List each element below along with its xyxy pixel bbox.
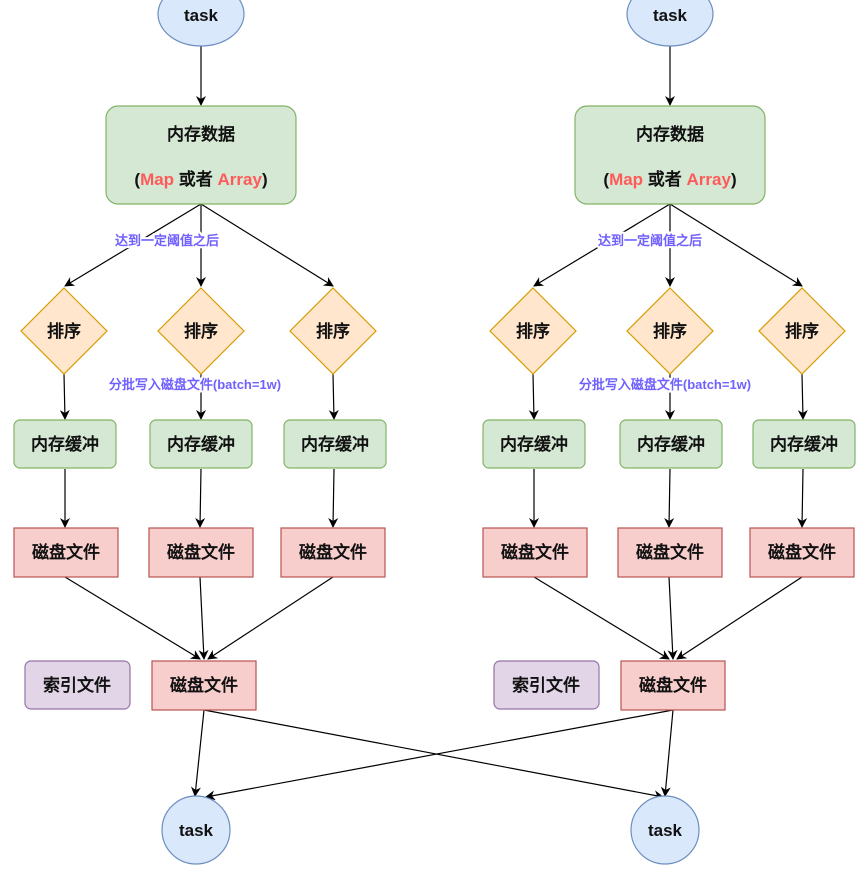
right-sort-label-3: 排序 bbox=[785, 321, 819, 341]
right-threshold-label: 达到一定阈值之后 bbox=[598, 233, 702, 248]
edge-right-sort-1-to-buffer-1 bbox=[528, 373, 539, 420]
right-disk-file-node-2[interactable]: 磁盘文件 bbox=[617, 527, 723, 578]
right-column: task 内存数据 (Map 或者 Array) 达到一定阈值之后 排序 排序 … bbox=[482, 0, 856, 865]
right-buffer-node-3[interactable]: 内存缓冲 bbox=[752, 419, 856, 469]
left-memory-title: 内存数据 bbox=[167, 124, 235, 144]
edge-right-buffer-3-to-disk-3 bbox=[797, 468, 808, 528]
left-task-bottom-label: task bbox=[179, 821, 214, 840]
left-column: task 内存数据 (Map 或者 Array) 达到一定阈值之后 排序 排序 … bbox=[13, 0, 387, 865]
left-sort-label-1: 排序 bbox=[47, 321, 81, 341]
right-memory-array: Array bbox=[687, 170, 732, 189]
left-buffer-label-3: 内存缓冲 bbox=[301, 434, 369, 454]
left-merged-disk-file-label: 磁盘文件 bbox=[170, 675, 238, 695]
left-index-file-node[interactable]: 索引文件 bbox=[24, 660, 131, 710]
edge-left-memory-to-sort-1 bbox=[64, 203, 202, 287]
right-sort-node-2[interactable]: 排序 bbox=[626, 287, 714, 375]
left-buffer-node-3[interactable]: 内存缓冲 bbox=[283, 419, 387, 469]
left-memory-array: Array bbox=[218, 170, 263, 189]
edge-right-merged-to-task-right bbox=[660, 709, 674, 797]
right-disk-file-node-1[interactable]: 磁盘文件 bbox=[482, 527, 588, 578]
right-task-top-label: task bbox=[653, 6, 688, 25]
left-buffer-label-1: 内存缓冲 bbox=[31, 434, 99, 454]
edge-left-merged-to-task-right bbox=[203, 709, 664, 801]
left-threshold-label: 达到一定阈值之后 bbox=[115, 233, 219, 248]
left-disk-file-label-3: 磁盘文件 bbox=[299, 542, 367, 562]
edge-right-disk-1-to-merged bbox=[533, 576, 670, 660]
edge-right-memory-to-sort-3 bbox=[669, 203, 803, 287]
edges bbox=[59, 46, 808, 801]
right-buffer-label-3: 内存缓冲 bbox=[770, 434, 838, 454]
right-sort-label-2: 排序 bbox=[653, 321, 687, 341]
left-sort-node-2[interactable]: 排序 bbox=[157, 287, 245, 375]
right-merged-disk-file-node[interactable]: 磁盘文件 bbox=[620, 660, 726, 711]
right-task-bottom-node[interactable]: task bbox=[630, 795, 700, 865]
right-sort-label-1: 排序 bbox=[516, 321, 550, 341]
right-index-file-node[interactable]: 索引文件 bbox=[493, 660, 600, 710]
right-disk-file-label-2: 磁盘文件 bbox=[636, 542, 704, 562]
left-sort-label-2: 排序 bbox=[184, 321, 218, 341]
right-disk-file-label-1: 磁盘文件 bbox=[501, 542, 569, 562]
right-memory-title: 内存数据 bbox=[636, 124, 704, 144]
edge-right-disk-3-to-merged bbox=[676, 576, 803, 660]
right-buffer-label-2: 内存缓冲 bbox=[637, 434, 705, 454]
left-disk-file-node-3[interactable]: 磁盘文件 bbox=[280, 527, 386, 578]
left-index-file-label: 索引文件 bbox=[43, 675, 111, 695]
left-buffer-label-2: 内存缓冲 bbox=[167, 434, 235, 454]
edge-left-disk-3-to-merged bbox=[207, 576, 334, 660]
right-sort-node-1[interactable]: 排序 bbox=[489, 287, 577, 375]
edge-left-sort-3-to-buffer-3 bbox=[328, 373, 339, 420]
edge-left-buffer-3-to-disk-3 bbox=[328, 468, 339, 528]
edge-left-merged-to-task-left bbox=[190, 709, 205, 797]
right-batch-label: 分批写入磁盘文件(batch=1w) bbox=[579, 377, 751, 392]
left-memory-subtitle: (Map 或者 Array) bbox=[134, 169, 267, 189]
right-disk-file-label-3: 磁盘文件 bbox=[768, 542, 836, 562]
right-memory-or: 或者 bbox=[643, 169, 686, 189]
right-buffer-node-1[interactable]: 内存缓冲 bbox=[482, 419, 586, 469]
left-sort-label-3: 排序 bbox=[316, 321, 350, 341]
left-task-bottom-node[interactable]: task bbox=[161, 795, 231, 865]
left-memory-map: Map bbox=[140, 170, 174, 189]
left-sort-node-3[interactable]: 排序 bbox=[289, 287, 377, 375]
right-task-bottom-label: task bbox=[648, 821, 683, 840]
left-buffer-node-2[interactable]: 内存缓冲 bbox=[149, 419, 253, 469]
right-index-file-label: 索引文件 bbox=[512, 675, 580, 695]
right-buffer-label-1: 内存缓冲 bbox=[500, 434, 568, 454]
right-memory-data-node[interactable]: 内存数据 (Map 或者 Array) bbox=[574, 105, 766, 205]
edge-right-disk-2-to-merged bbox=[667, 576, 678, 660]
left-disk-file-label-2: 磁盘文件 bbox=[167, 542, 235, 562]
edge-right-sort-3-to-buffer-3 bbox=[797, 373, 808, 420]
edge-right-merged-to-task-left bbox=[205, 709, 674, 801]
right-buffer-node-2[interactable]: 内存缓冲 bbox=[619, 419, 723, 469]
right-memory-map: Map bbox=[609, 170, 643, 189]
edge-right-memory-to-sort-1 bbox=[533, 203, 671, 287]
left-disk-file-label-1: 磁盘文件 bbox=[32, 542, 100, 562]
left-buffer-node-1[interactable]: 内存缓冲 bbox=[13, 419, 117, 469]
left-disk-file-node-2[interactable]: 磁盘文件 bbox=[148, 527, 254, 578]
edge-left-sort-1-to-buffer-1 bbox=[59, 373, 70, 420]
right-memory-paren-close: ) bbox=[731, 170, 737, 189]
right-memory-paren-open: ( bbox=[603, 170, 609, 189]
left-memory-paren-close: ) bbox=[262, 170, 268, 189]
left-memory-or: 或者 bbox=[174, 169, 217, 189]
left-merged-disk-file-node[interactable]: 磁盘文件 bbox=[151, 660, 257, 711]
left-memory-data-node[interactable]: 内存数据 (Map 或者 Array) bbox=[105, 105, 297, 205]
left-task-top-node[interactable]: task bbox=[157, 0, 245, 47]
right-merged-disk-file-label: 磁盘文件 bbox=[639, 675, 707, 695]
edge-left-buffer-2-to-disk-2 bbox=[195, 468, 206, 528]
left-memory-paren-open: ( bbox=[134, 170, 140, 189]
left-task-top-label: task bbox=[184, 6, 219, 25]
left-batch-label: 分批写入磁盘文件(batch=1w) bbox=[109, 377, 281, 392]
edge-left-disk-1-to-merged bbox=[64, 576, 201, 660]
right-sort-node-3[interactable]: 排序 bbox=[758, 287, 846, 375]
edge-left-memory-to-sort-3 bbox=[200, 203, 334, 287]
left-disk-file-node-1[interactable]: 磁盘文件 bbox=[13, 527, 119, 578]
right-memory-subtitle: (Map 或者 Array) bbox=[603, 169, 736, 189]
edge-left-disk-2-to-merged bbox=[198, 576, 209, 660]
right-task-top-node[interactable]: task bbox=[626, 0, 714, 47]
left-sort-node-1[interactable]: 排序 bbox=[20, 287, 108, 375]
edge-right-buffer-2-to-disk-2 bbox=[664, 468, 675, 528]
right-disk-file-node-3[interactable]: 磁盘文件 bbox=[749, 527, 855, 578]
